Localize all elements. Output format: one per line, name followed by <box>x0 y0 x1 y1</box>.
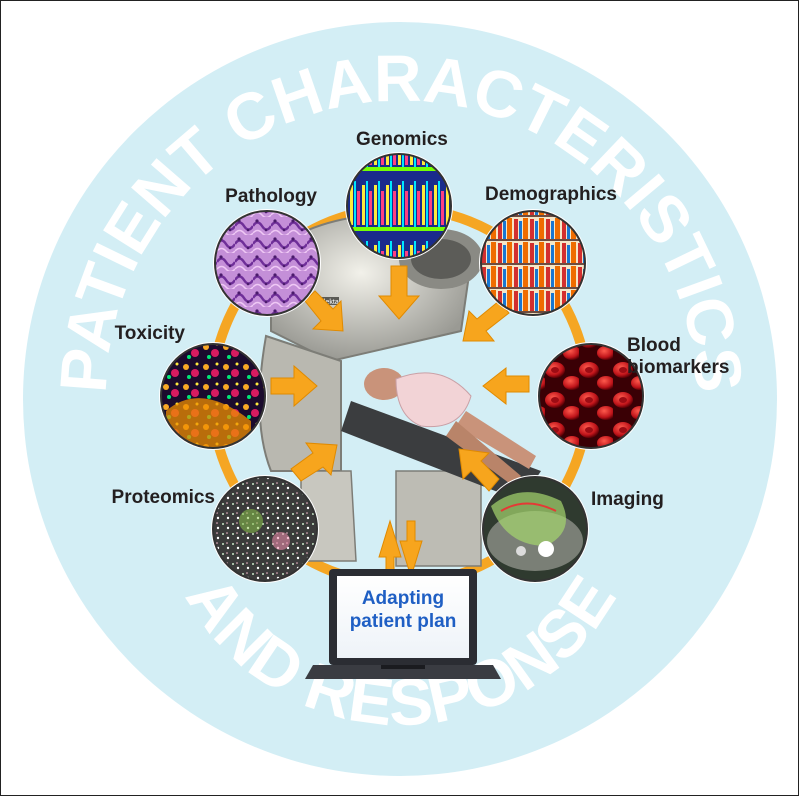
label-demographics: Demographics <box>485 184 617 205</box>
patient-figure <box>364 368 536 486</box>
node-blood-biomarkers <box>537 342 645 450</box>
laptop-screen <box>337 576 469 658</box>
arrow-to-laptop-down <box>399 520 423 579</box>
laptop <box>305 569 501 679</box>
arrow-blood <box>482 366 530 406</box>
label-toxicity: Toxicity <box>114 323 185 344</box>
arrow-toxicity <box>270 364 318 408</box>
node-toxicity <box>159 342 267 450</box>
center-line2: patient plan <box>349 611 457 632</box>
arrow-proteomics <box>290 442 338 482</box>
label-blood-line1: Blood <box>627 335 681 356</box>
arrows-inward <box>270 265 530 579</box>
arrow-genomics <box>377 265 421 320</box>
node-pathology <box>213 209 321 317</box>
label-imaging: Imaging <box>591 489 664 510</box>
arrow-pathology <box>304 290 344 332</box>
label-blood: Blood biomarkers <box>627 335 729 379</box>
machine-brand-badge <box>319 297 339 305</box>
node-proteomics <box>211 475 319 583</box>
machine-brand-text: Elekta <box>319 299 339 306</box>
node-demographics <box>479 209 587 317</box>
laptop-screen-text: Adapting patient plan <box>340 587 466 633</box>
label-genomics: Genomics <box>356 129 448 150</box>
node-imaging <box>481 475 589 583</box>
arrow-to-laptop-up <box>378 519 402 577</box>
label-blood-line2: biomarkers <box>627 357 730 378</box>
label-proteomics: Proteomics <box>111 487 215 508</box>
center-line1: Adapting <box>361 588 445 609</box>
label-pathology: Pathology <box>225 186 317 207</box>
arrow-demographics <box>462 300 510 342</box>
arrow-imaging <box>458 448 500 492</box>
node-genomics <box>345 152 453 260</box>
laptop-base <box>305 665 501 679</box>
